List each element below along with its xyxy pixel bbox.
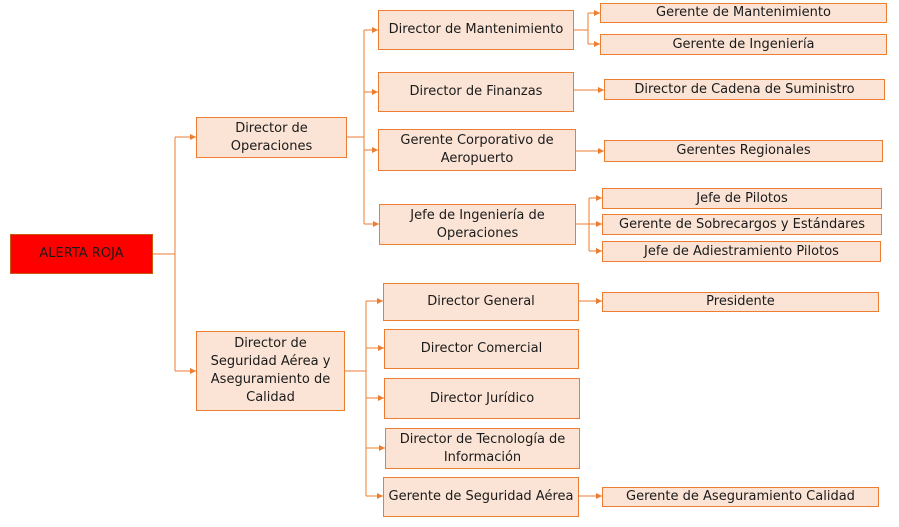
gerente-corporativo-aeropuerto-label: Gerente Corporativo de Aeropuerto [400, 133, 554, 166]
gerente-corporativo-aeropuerto-node: Gerente Corporativo de Aeropuerto [378, 129, 576, 171]
director-comercial-label: Director Comercial [420, 341, 543, 356]
presidente-label: Presidente [706, 294, 775, 309]
director-tecnologia-node: Director de Tecnología de Información [385, 428, 580, 469]
jefe-adiestramiento-node: Jefe de Adiestramiento Pilotos [602, 241, 881, 262]
gerente-sobrecargos-label: Gerente de Sobrecargos y Estándares [619, 216, 865, 232]
gerente-aseguramiento-calidad-label: Gerente de Aseguramiento Calidad [626, 489, 855, 504]
gerentes-regionales-label: Gerentes Regionales [676, 143, 811, 158]
director-mantenimiento-node: Director de Mantenimiento [378, 10, 574, 50]
director-comercial-node: Director Comercial [384, 329, 579, 369]
director-juridico-label: Director Jurídico [429, 390, 535, 406]
gerente-ingenieria-label: Gerente de Ingeniería [672, 36, 815, 52]
director-juridico-node: Director Jurídico [384, 378, 580, 419]
director-cadena-suministro-node: Director de Cadena de Suministro [604, 79, 885, 100]
director-seguridad-node: Director de Seguridad Aérea y Aseguramie… [196, 331, 345, 411]
gerentes-regionales-node: Gerentes Regionales [604, 140, 883, 162]
gerente-ingenieria-node: Gerente de Ingeniería [600, 34, 887, 55]
alerta-roja-label: ALERTA ROJA [39, 246, 124, 261]
director-general-label: Director General [427, 294, 535, 309]
gerente-sobrecargos-node: Gerente de Sobrecargos y Estándares [602, 214, 882, 235]
jefe-adiestramiento-label: Jefe de Adiestramiento Pilotos [644, 243, 839, 259]
director-general-node: Director General [383, 283, 579, 321]
jefe-pilotos-node: Jefe de Pilotos [602, 188, 882, 209]
director-operaciones-node: Director de Operaciones [196, 117, 347, 158]
jefe-pilotos-label: Jefe de Pilotos [696, 190, 788, 206]
presidente-node: Presidente [602, 292, 879, 312]
director-tecnologia-label: Director de Tecnología de Información [399, 431, 566, 465]
jefe-ingenieria-operaciones-label: Jefe de Ingeniería de Operaciones [410, 207, 545, 241]
gerente-seguridad-aerea-label: Gerente de Seguridad Aérea [388, 489, 574, 504]
jefe-ingenieria-operaciones-node: Jefe de Ingeniería de Operaciones [379, 204, 576, 245]
director-mantenimiento-label: Director de Mantenimiento [388, 22, 564, 37]
director-finanzas-node: Director de Finanzas [378, 72, 574, 112]
director-seguridad-label: Director de Seguridad Aérea y Aseguramie… [210, 336, 331, 405]
gerente-seguridad-aerea-node: Gerente de Seguridad Aérea [383, 477, 579, 517]
gerente-mantenimiento-label: Gerente de Mantenimiento [656, 5, 831, 20]
gerente-aseguramiento-calidad-node: Gerente de Aseguramiento Calidad [602, 487, 879, 507]
director-cadena-suministro-label: Director de Cadena de Suministro [634, 81, 855, 97]
director-finanzas-label: Director de Finanzas [409, 84, 543, 99]
director-operaciones-label: Director de Operaciones [230, 120, 313, 154]
gerente-mantenimiento-node: Gerente de Mantenimiento [600, 3, 887, 23]
alerta-roja-node: ALERTA ROJA [10, 234, 153, 274]
